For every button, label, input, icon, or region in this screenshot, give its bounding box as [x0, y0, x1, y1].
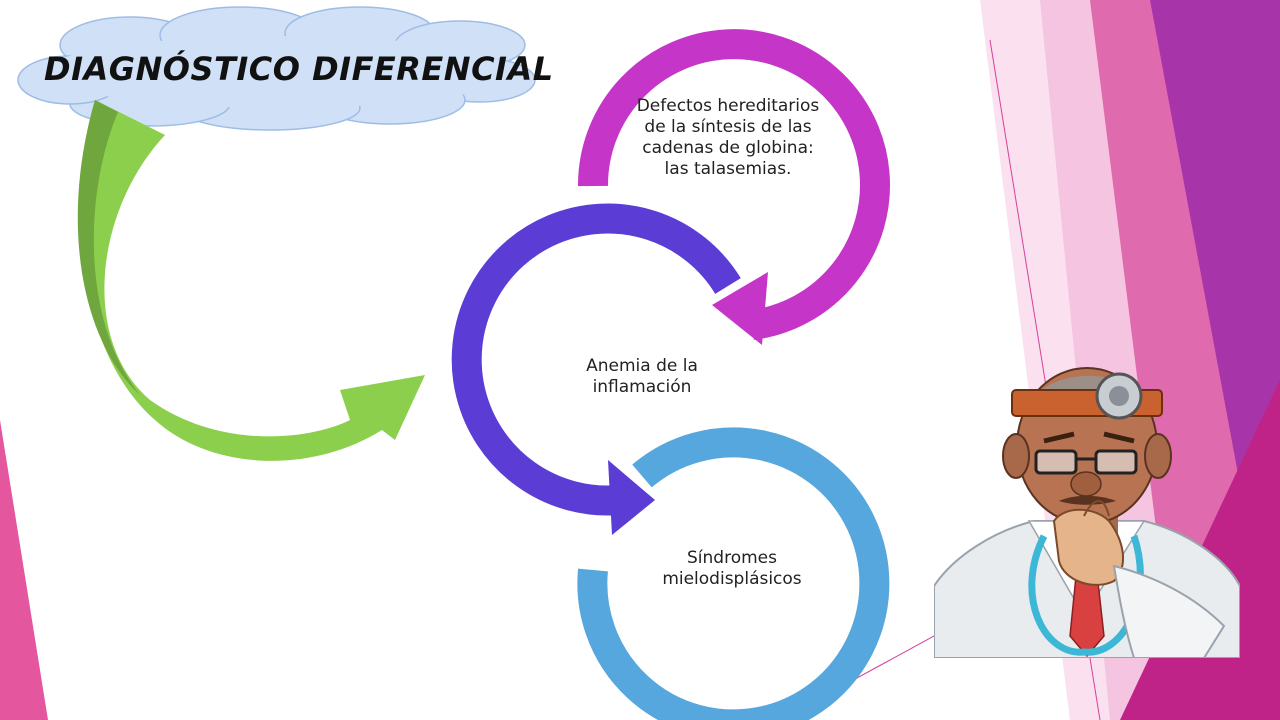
node-label-sindromes: Síndromes mielodisplásicos — [662, 548, 802, 589]
ring-anemia — [451, 203, 741, 516]
slide-title: DIAGNÓSTICO DIFERENCIAL — [44, 50, 554, 88]
arrowhead-talasemias — [712, 272, 768, 345]
green-arrow-shadow — [77, 100, 140, 395]
node-label-anemia: Anemia de la inflamación — [586, 356, 698, 397]
ring-talasemias — [577, 29, 890, 340]
bg-shape-left-triangle — [0, 420, 48, 720]
arrowhead-anemia — [608, 460, 655, 535]
node-label-talasemias: Defectos hereditarios de la síntesis de … — [636, 96, 820, 179]
doctor-icon — [934, 367, 1240, 658]
green-arrow-body — [79, 100, 426, 461]
green-curved-arrow — [77, 100, 426, 461]
title-cloud — [17, 6, 536, 131]
ring-sindromes — [577, 427, 890, 720]
